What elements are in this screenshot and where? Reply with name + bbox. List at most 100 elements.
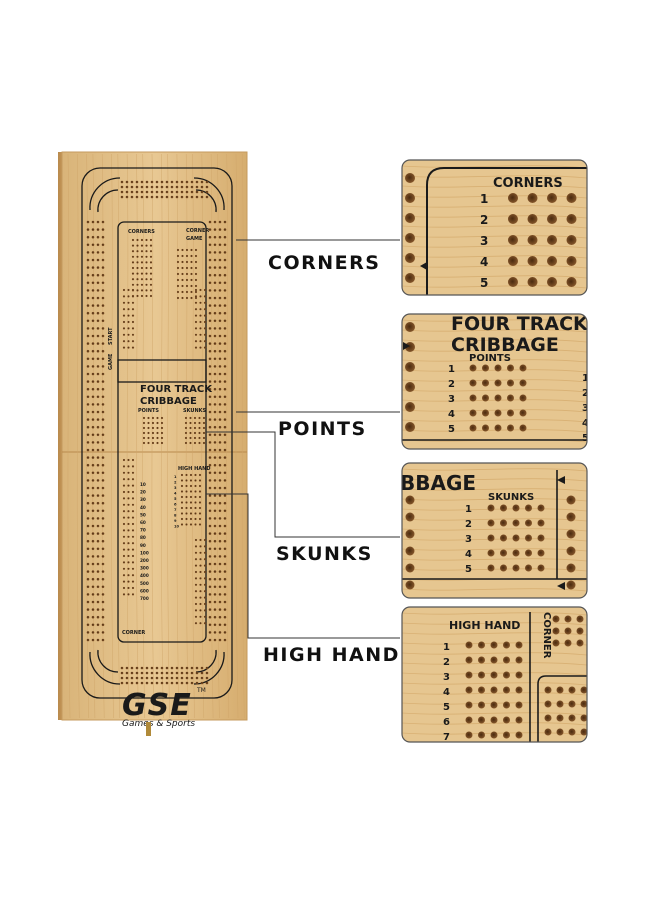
peg-hole: [130, 671, 134, 675]
peg-hole: [86, 570, 90, 573]
peg-hole: [180, 666, 184, 670]
peg-hole: [218, 570, 222, 573]
peg-hole: [125, 190, 129, 194]
peg-hole: [175, 671, 179, 675]
peg-hole: [136, 244, 139, 247]
peg-hole: [208, 319, 212, 323]
peg-hole: [500, 534, 507, 542]
peg-hole: [218, 243, 222, 247]
peg-hole: [213, 539, 217, 543]
peg-hole: [135, 180, 139, 184]
panel-grain: [402, 498, 587, 502]
peg-hole: [465, 671, 473, 679]
peg-hole: [127, 586, 130, 590]
peg-hole: [86, 319, 90, 323]
peg-hole: [556, 686, 564, 694]
peg-hole: [223, 410, 227, 414]
peg-hole: [213, 281, 217, 285]
peg-hole: [140, 671, 144, 675]
peg-hole: [140, 180, 144, 184]
peg-hole: [86, 266, 90, 269]
peg-hole: [482, 424, 489, 432]
peg-hole: [185, 284, 189, 288]
peg-hole: [487, 504, 495, 512]
peg-hole: [223, 228, 227, 231]
peg-hole: [181, 278, 184, 282]
peg-hole: [199, 333, 202, 336]
peg-hole: [223, 570, 227, 573]
skunks-panel-title: BBAGE: [400, 471, 476, 495]
panel-wood: [402, 160, 587, 295]
peg-hole: [189, 495, 193, 499]
peg-hole: [213, 463, 217, 467]
peg-hole: [130, 190, 134, 194]
row-number: 3: [480, 234, 488, 248]
callout-label-skunks: SKUNKS: [276, 543, 373, 565]
row-number: 1: [443, 642, 450, 653]
peg-hole: [140, 278, 144, 281]
peg-hole: [86, 441, 90, 444]
peg-hole: [96, 448, 100, 452]
peg-hole: [185, 185, 189, 189]
peg-hole: [544, 686, 552, 694]
peg-hole: [122, 346, 126, 349]
peg-hole: [122, 503, 126, 506]
peg-hole: [218, 623, 222, 627]
peg-hole: [194, 284, 198, 288]
panel-grain: [402, 339, 587, 343]
peg-hole: [86, 471, 90, 475]
peg-hole: [125, 185, 129, 189]
arrow-mark: [557, 582, 565, 590]
peg-hole: [185, 296, 189, 300]
callout-label-corners: CORNERS: [268, 252, 381, 274]
peg-hole: [203, 333, 207, 336]
peg-hole: [203, 602, 207, 606]
peg-hole: [151, 426, 155, 430]
peg-hole: [181, 260, 184, 264]
peg-hole: [223, 524, 227, 528]
grain-line: [185, 153, 189, 719]
peg-hole: [127, 535, 130, 538]
peg-hole: [213, 524, 217, 528]
peg-hole: [96, 517, 100, 520]
peg-hole: [223, 494, 227, 497]
peg-hole: [185, 278, 189, 282]
row-number: 4: [448, 409, 455, 420]
peg-hole: [208, 410, 212, 414]
peg-hole: [208, 281, 212, 285]
peg-hole: [208, 220, 212, 224]
peg-hole: [122, 490, 126, 494]
peg-hole: [405, 495, 415, 505]
peg-hole: [160, 190, 164, 194]
peg-hole: [91, 577, 95, 581]
peg-hole: [91, 425, 95, 429]
peg-hole: [203, 314, 207, 317]
peg-hole: [86, 593, 90, 596]
peg-hole: [189, 436, 192, 440]
peg-hole: [189, 484, 193, 488]
peg-hole: [91, 395, 95, 399]
peg-hole: [194, 596, 198, 599]
peg-hole: [131, 272, 135, 275]
peg-hole: [175, 666, 179, 670]
peg-hole: [101, 463, 105, 467]
peg-hole: [156, 441, 159, 445]
peg-hole: [86, 258, 90, 262]
peg-hole: [208, 327, 212, 330]
peg-hole: [205, 180, 209, 184]
peg-hole: [101, 311, 105, 315]
peg-hole: [213, 273, 217, 277]
peg-hole: [203, 340, 207, 343]
peg-hole: [96, 547, 100, 551]
peg-hole: [223, 220, 227, 224]
peg-hole: [151, 421, 155, 425]
panel-grain: [402, 205, 587, 209]
peg-hole: [503, 671, 510, 679]
panel-grain: [402, 632, 587, 636]
peg-hole: [223, 585, 227, 589]
peg-hole: [223, 441, 227, 444]
peg-hole: [147, 426, 150, 430]
peg-hole: [175, 681, 179, 685]
panel-grain: [402, 518, 587, 522]
